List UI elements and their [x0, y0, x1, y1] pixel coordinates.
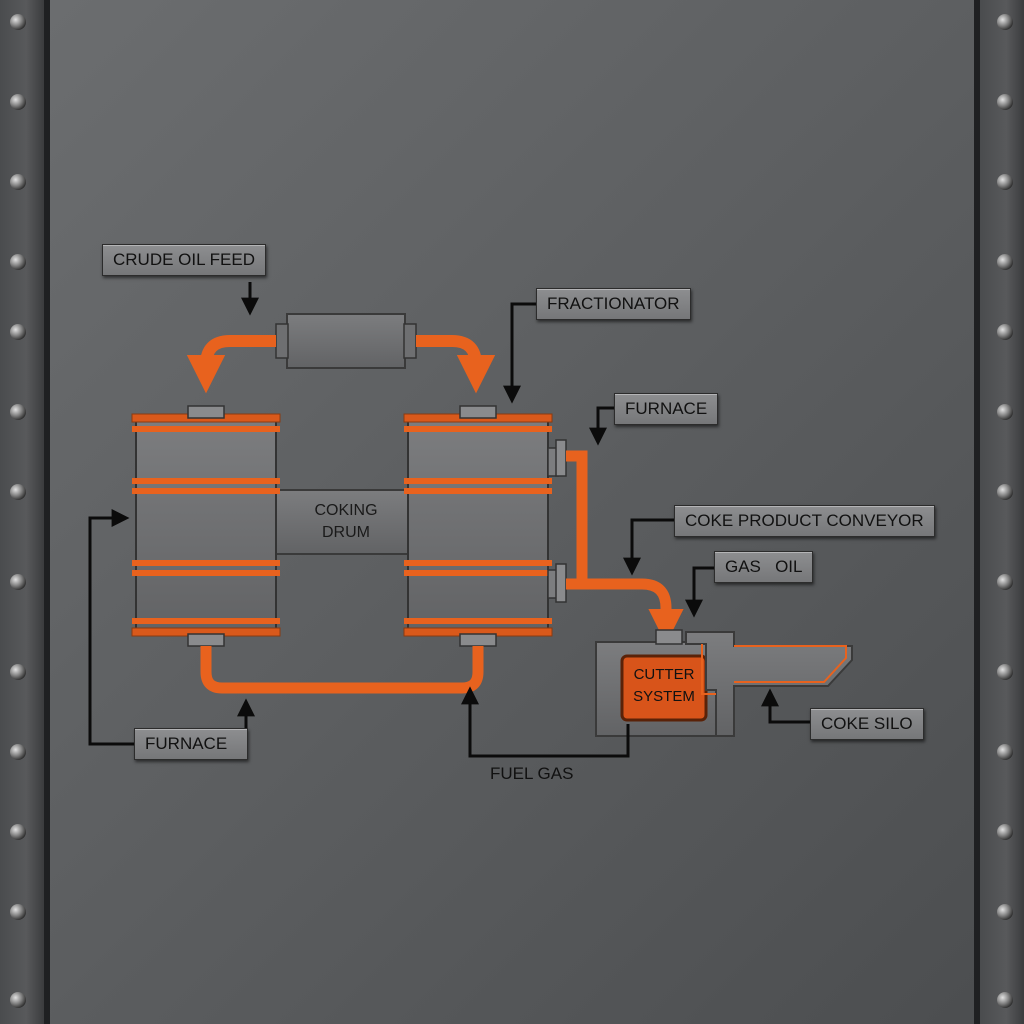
label-coke-product-conveyor: COKE PRODUCT CONVEYOR: [674, 505, 935, 537]
cutter-system-label: CUTTER SYSTEM: [626, 664, 702, 708]
arrow-coke-silo: [761, 688, 810, 724]
arrow-fractionator: [503, 302, 536, 404]
right-rail: [980, 0, 1024, 1024]
label-furnace-bottom: FURNACE: [134, 728, 248, 760]
silo-inner-trim: [701, 644, 716, 695]
pipe-feed-left: [186, 335, 276, 394]
nozzle-lower-flange: [555, 563, 567, 603]
coking-drum-label: COKING DRUM: [276, 500, 416, 544]
pipe-to-cutter: [566, 450, 666, 630]
arrow-gas-oil: [685, 566, 714, 618]
left-rail-seam: [44, 0, 50, 1024]
label-gas-oil: GAS OIL: [714, 551, 814, 583]
nozzle-upper-flange: [555, 439, 567, 477]
pipe-feed-right: [416, 335, 496, 394]
right-rail-seam: [974, 0, 980, 1024]
arrow-furnace-top: [589, 406, 614, 446]
rivets: [10, 14, 1013, 1008]
left-rail: [0, 0, 44, 1024]
coking-drum-line2: DRUM: [322, 524, 370, 541]
top-feed-right-flange: [403, 323, 417, 359]
cutter-inlet: [655, 629, 683, 645]
label-coke-silo: COKE SILO: [810, 708, 924, 740]
silo-orange-trim: [734, 645, 847, 683]
label-fractionator: FRACTIONATOR: [536, 288, 691, 320]
top-feed-unit: [286, 313, 406, 369]
cutter-system-line2: SYSTEM: [633, 688, 695, 705]
arrow-furnace-bottom: [88, 509, 134, 746]
arrow-coke-product-conveyor: [623, 518, 674, 576]
left-coking-drum: [131, 405, 281, 647]
top-feed-left-flange: [275, 323, 289, 359]
label-fuel-gas: FUEL GAS: [490, 764, 574, 783]
label-furnace-top: FURNACE: [614, 393, 719, 425]
right-coking-drum: [403, 405, 553, 647]
arrow-fuel-gas: [461, 686, 630, 758]
pipe-bottom-loop: [200, 646, 484, 694]
coking-drum-line1: COKING: [314, 502, 378, 519]
cutter-system-line1: CUTTER: [633, 666, 695, 683]
label-crude-oil-feed: CRUDE OIL FEED: [102, 244, 267, 276]
